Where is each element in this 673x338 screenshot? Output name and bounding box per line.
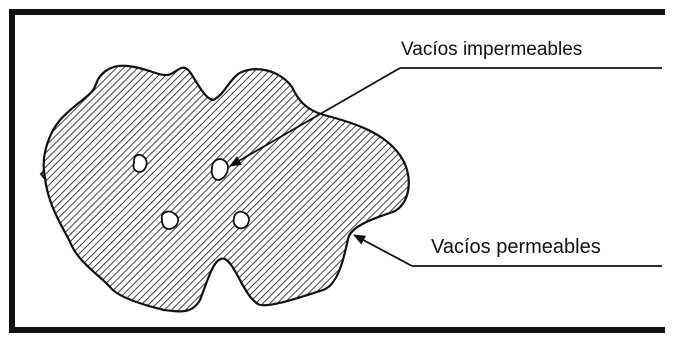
permeable-voids-label: Vacíos permeables <box>431 237 601 257</box>
impermeable-void <box>234 212 249 229</box>
impermeable-voids-label: Vacíos impermeables <box>401 40 582 59</box>
particle-body <box>44 66 409 312</box>
impermeable-void <box>162 212 178 229</box>
permeable-leader-arrow <box>354 235 412 266</box>
impermeable-void <box>134 155 147 172</box>
